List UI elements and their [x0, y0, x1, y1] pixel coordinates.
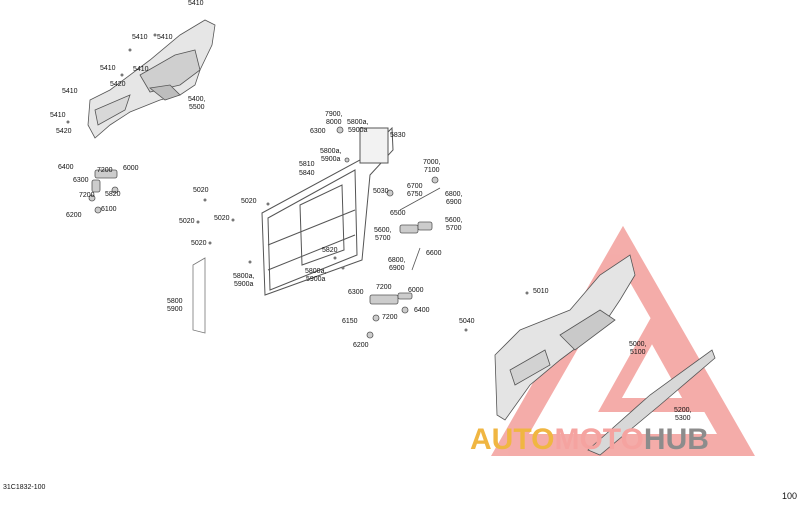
weatherstrip — [192, 257, 206, 334]
part-label: 5400, 5500 — [188, 96, 206, 111]
part-label: 5020 — [193, 187, 209, 194]
latch-assembly-left — [88, 169, 119, 214]
latch-assembly-lower — [366, 292, 413, 339]
part-label: 5410 — [157, 34, 173, 41]
part-label: 5010 — [533, 288, 549, 295]
page-number: 100 — [782, 491, 798, 501]
part-label: 5020 — [179, 218, 195, 225]
part-label: 5410 — [132, 34, 148, 41]
part-label: 5810 — [299, 161, 315, 168]
part-label: 7000, 7100 — [423, 159, 441, 174]
part-label: 5020 — [191, 240, 207, 247]
part-label: 5800a, 5900a — [305, 268, 327, 283]
part-label: 6000 — [123, 165, 139, 172]
watermark-part2: MOTO — [554, 423, 644, 456]
fasteners — [66, 33, 529, 332]
part-label: 5040 — [459, 318, 475, 325]
part-label: 7200 — [79, 192, 95, 199]
part-label: 5800a, 5900a — [320, 148, 342, 163]
part-label: 7200 — [376, 284, 392, 291]
part-label: 5600, 5700 — [374, 227, 392, 242]
watermark-part1: AUTO — [470, 423, 555, 456]
door-frame — [261, 126, 394, 296]
part-label: 5410 — [62, 88, 78, 95]
handle-linkage — [336, 126, 441, 271]
part-label: 6300 — [310, 128, 326, 135]
part-label: 5030 — [373, 188, 389, 195]
part-label: 5000, 5100 — [629, 341, 647, 356]
door-insert-right — [587, 349, 716, 456]
door-trim-upper-left — [87, 19, 216, 139]
part-label: 7900, 8000 — [325, 111, 343, 126]
part-label: 6300 — [73, 177, 89, 184]
part-label: 5020 — [214, 215, 230, 222]
part-label: 7200 — [382, 314, 398, 321]
part-label: 5020 — [241, 198, 257, 205]
part-label: 5820 — [105, 191, 121, 198]
part-label: 6200 — [66, 212, 82, 219]
part-label: 5420 — [110, 81, 126, 88]
part-label: 6300 — [348, 289, 364, 296]
part-label: 5410 — [50, 112, 66, 119]
door-panel-right — [494, 254, 636, 421]
part-label: 6400 — [414, 307, 430, 314]
part-label: 5800a, 5900a — [233, 273, 255, 288]
part-label: 6000 — [408, 287, 424, 294]
part-label: 6600 — [426, 250, 442, 257]
part-label: 5420 — [56, 128, 72, 135]
part-label: 5840 — [299, 170, 315, 177]
part-label: 6500 — [390, 210, 406, 217]
part-label: 5800 5900 — [167, 298, 183, 313]
part-label: 6200 — [353, 342, 369, 349]
part-label: 6700 6750 — [407, 183, 423, 198]
watermark-logo: AUTOMOTOHUB — [470, 423, 709, 457]
part-label: 5600, 5700 — [445, 217, 463, 232]
part-label: 6800, 6900 — [445, 191, 463, 206]
part-label: 7200 — [97, 167, 113, 174]
part-label: 6150 — [342, 318, 358, 325]
part-label: 5830 — [390, 132, 406, 139]
part-label: 6800, 6900 — [388, 257, 406, 272]
part-label: 5410 — [188, 0, 204, 7]
figure-code: 31C1832-100 — [3, 484, 46, 491]
part-label: 5820 — [322, 247, 338, 254]
part-label: 6100 — [101, 206, 117, 213]
part-label: 6400 — [58, 164, 74, 171]
part-label: 5410 — [133, 66, 149, 73]
part-label: 5410 — [100, 65, 116, 72]
part-label: 5200, 5300 — [674, 407, 692, 422]
watermark-part3: HUB — [643, 423, 709, 456]
part-label: 5800a, 5900a — [347, 119, 369, 134]
